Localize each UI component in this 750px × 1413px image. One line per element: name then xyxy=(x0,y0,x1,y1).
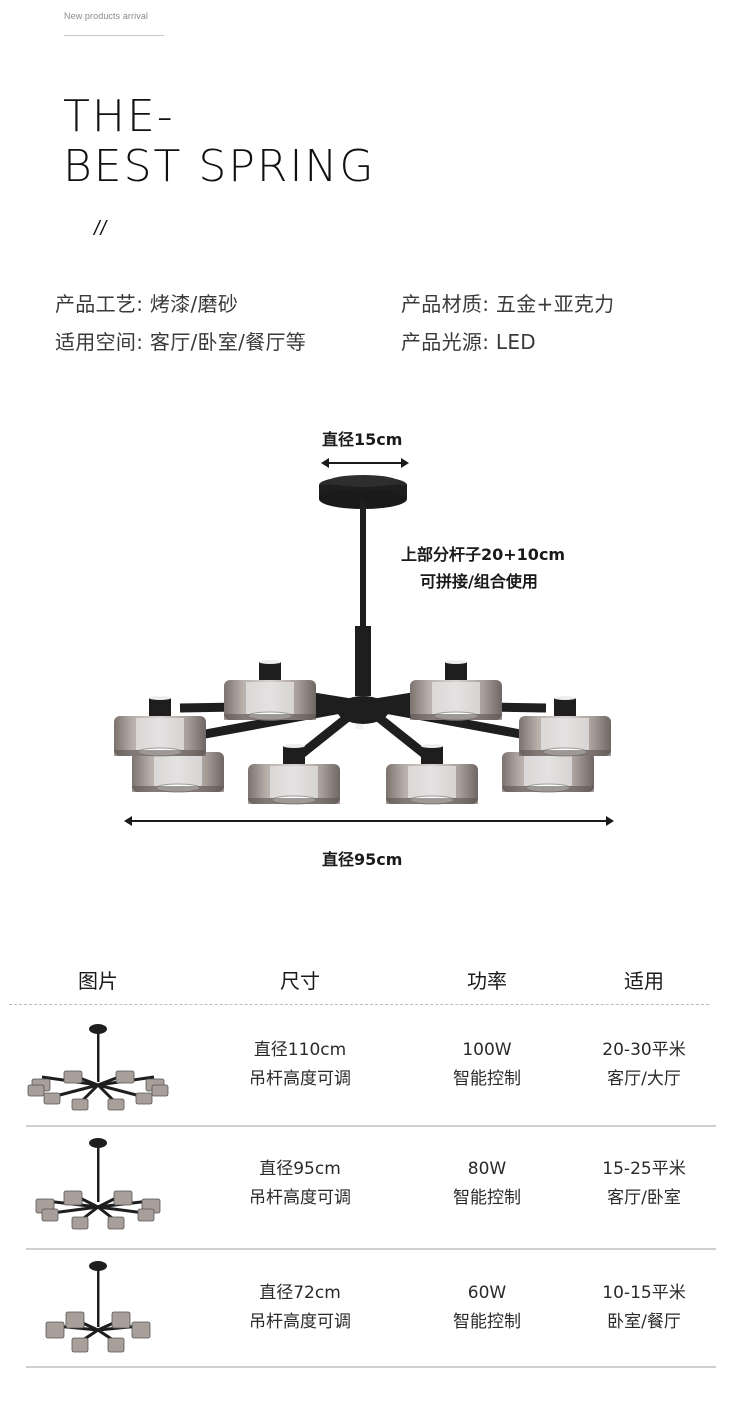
chandelier-icon xyxy=(113,475,612,805)
power-value: 100W xyxy=(462,1040,512,1060)
rod-combine-label: 可拼接/组合使用 xyxy=(420,572,538,591)
spec-light-source: 产品光源: LED xyxy=(401,326,536,355)
size-cell: 直径72cm 吊杆高度可调 xyxy=(249,1279,351,1337)
usage-cell: 10-15平米 卧室/餐厅 xyxy=(602,1279,685,1337)
chandelier-thumbnail-icon xyxy=(35,1138,161,1230)
canopy-dimension-arrow-icon xyxy=(321,458,409,468)
row-divider xyxy=(26,1125,716,1127)
spec-label: 适用空间: xyxy=(55,330,144,354)
page-title: THE- BEST SPRING xyxy=(63,92,375,192)
diameter-value: 直径72cm xyxy=(259,1283,341,1303)
row-divider xyxy=(26,1366,716,1368)
power-cell: 80W 智能控制 xyxy=(453,1155,521,1213)
title-line-1: THE- xyxy=(63,91,175,142)
eyebrow-text: New products arrival xyxy=(64,11,149,21)
overall-dimension-arrow-icon xyxy=(124,816,614,826)
power-cell: 100W 智能控制 xyxy=(453,1036,521,1094)
control-note: 智能控制 xyxy=(453,1312,521,1332)
rod-note: 吊杆高度可调 xyxy=(249,1312,351,1332)
control-note: 智能控制 xyxy=(453,1188,521,1208)
spec-space: 适用空间: 客厅/卧室/餐厅等 xyxy=(55,326,306,355)
diameter-value: 直径110cm xyxy=(253,1040,347,1060)
spec-value: 客厅/卧室/餐厅等 xyxy=(143,330,307,354)
spec-value: 五金+亚克力 xyxy=(489,292,615,316)
eyebrow-divider xyxy=(64,35,164,36)
column-header-power: 功率 xyxy=(467,969,507,993)
rod-length-label: 上部分杆子20+10cm xyxy=(401,545,566,564)
decorative-slashes: // xyxy=(94,218,108,240)
column-header-size: 尺寸 xyxy=(280,969,320,993)
size-cell: 直径110cm 吊杆高度可调 xyxy=(249,1036,351,1094)
column-header-usage: 适用 xyxy=(624,969,664,993)
size-cell: 直径95cm 吊杆高度可调 xyxy=(249,1155,351,1213)
rod-info: 上部分杆子20+10cm 可拼接/组合使用 xyxy=(401,541,565,595)
table-row: 直径95cm 吊杆高度可调 80W 智能控制 15-25平米 客厅/卧室 xyxy=(0,1127,750,1247)
area-value: 10-15平米 xyxy=(602,1283,686,1303)
rooms-value: 客厅/大厅 xyxy=(607,1069,681,1089)
table-row: 直径72cm 吊杆高度可调 60W 智能控制 10-15平米 卧室/餐厅 xyxy=(0,1250,750,1370)
power-value: 80W xyxy=(467,1159,507,1179)
area-value: 20-30平米 xyxy=(602,1040,686,1060)
spec-label: 产品光源: xyxy=(401,330,490,354)
spec-value: 烤漆/磨砂 xyxy=(143,292,239,316)
overall-diameter-label: 直径95cm xyxy=(322,850,403,869)
power-cell: 60W 智能控制 xyxy=(453,1279,521,1337)
header-divider xyxy=(9,1004,709,1005)
spec-label: 产品工艺: xyxy=(55,292,144,316)
table-header: 图片 尺寸 功率 适用 xyxy=(0,965,750,995)
spec-craft: 产品工艺: 烤漆/磨砂 xyxy=(55,288,238,317)
rooms-value: 客厅/卧室 xyxy=(607,1188,681,1208)
rooms-value: 卧室/餐厅 xyxy=(607,1312,681,1332)
spec-material: 产品材质: 五金+亚克力 xyxy=(401,288,614,317)
title-line-2: BEST SPRING xyxy=(63,141,376,192)
control-note: 智能控制 xyxy=(453,1069,521,1089)
column-header-image: 图片 xyxy=(78,969,118,993)
usage-cell: 15-25平米 客厅/卧室 xyxy=(602,1155,685,1213)
canopy-diameter-label: 直径15cm xyxy=(322,430,403,449)
chandelier-thumbnail-icon xyxy=(45,1261,151,1353)
spec-value: LED xyxy=(489,330,536,354)
chandelier-thumbnail-icon xyxy=(27,1024,169,1111)
rod-note: 吊杆高度可调 xyxy=(249,1069,351,1089)
table-row: 直径110cm 吊杆高度可调 100W 智能控制 20-30平米 客厅/大厅 xyxy=(0,1005,750,1125)
diameter-value: 直径95cm xyxy=(259,1159,341,1179)
power-value: 60W xyxy=(467,1283,507,1303)
area-value: 15-25平米 xyxy=(602,1159,686,1179)
spec-label: 产品材质: xyxy=(401,292,490,316)
usage-cell: 20-30平米 客厅/大厅 xyxy=(602,1036,685,1094)
rod-note: 吊杆高度可调 xyxy=(249,1188,351,1208)
row-divider xyxy=(26,1248,716,1250)
